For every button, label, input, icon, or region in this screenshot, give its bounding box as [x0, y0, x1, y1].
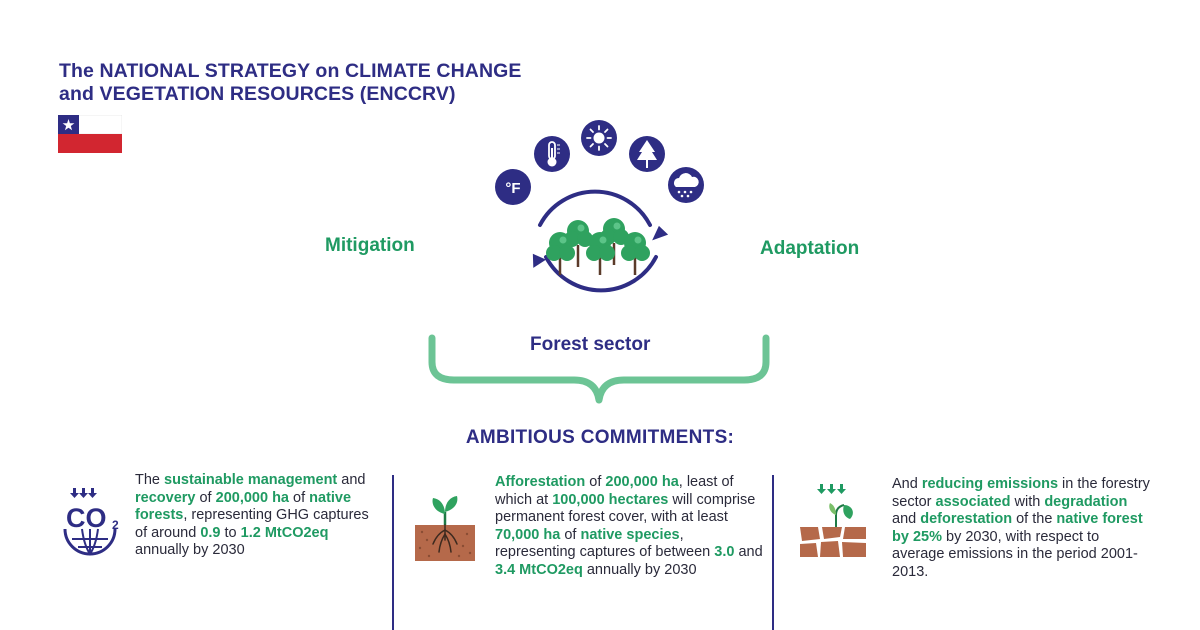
highlight-text: 200,000 ha [215, 489, 289, 506]
fahrenheit-icon: °F [495, 169, 531, 205]
body-text: of [560, 526, 581, 543]
commitment-text-emissions: And reducing emissions in the forestry s… [892, 476, 1152, 582]
cycle-arrows-icon [538, 189, 658, 293]
body-text: and [337, 472, 366, 488]
page-title: The NATIONAL STRATEGY on CLIMATE CHANGE … [59, 60, 522, 106]
highlight-text: deforestation [920, 511, 1013, 528]
body-text: annually by 2030 [135, 542, 245, 559]
body-text: in the forestry sector [892, 476, 1150, 510]
forest-sector-label: Forest sector [530, 334, 651, 355]
highlight-text: 0.9 [200, 524, 221, 541]
body-text: annually by 2030 [582, 561, 697, 578]
co2-text: CO [66, 503, 107, 533]
highlight-text: native forests [135, 489, 352, 524]
rain-cloud-icon [668, 167, 704, 203]
body-text: of [289, 489, 310, 506]
co2-globe-icon: CO 2 [63, 488, 119, 556]
adaptation-label: Adaptation [760, 238, 860, 259]
body-text: , representing GHG captures of around [135, 507, 369, 541]
tree-icon [629, 136, 665, 172]
highlight-text: Afforestation [495, 474, 586, 490]
mitigation-label: Mitigation [325, 235, 415, 256]
column-divider [392, 475, 394, 630]
body-text: of [195, 489, 216, 506]
column-divider [772, 475, 774, 630]
body-text: to [220, 524, 241, 541]
title-line-2: and VEGETATION RESOURCES (ENCCRV) [59, 83, 456, 105]
highlight-text: native species [580, 526, 680, 543]
highlight-text: native forest by 25% [892, 511, 1143, 545]
highlight-text: 3.0 [714, 544, 735, 561]
body-text: with [1010, 493, 1045, 510]
body-text: And [892, 476, 922, 492]
body-text: will comprise permanent forest cover, wi… [495, 491, 756, 526]
highlight-text: 100,000 hectares [552, 491, 669, 508]
fahrenheit-label: °F [505, 180, 520, 197]
highlight-text: sustainable management [164, 472, 338, 488]
forest-icon [546, 218, 650, 275]
curly-brace [428, 334, 770, 404]
title-line-1: The NATIONAL STRATEGY on CLIMATE CHANGE [59, 60, 522, 82]
highlight-text: reducing emissions [921, 476, 1059, 492]
highlight-text: 70,000 ha [495, 526, 561, 543]
forest-climate-diagram: °F [495, 120, 704, 293]
body-text: by 2030, with respect to average emissio… [892, 528, 1138, 580]
highlight-text: associated [935, 493, 1011, 510]
chile-flag-icon [58, 115, 122, 153]
commitment-text-native-forests: The sustainable management and recovery … [135, 472, 380, 560]
highlight-text: degradation [1044, 493, 1128, 510]
body-text: , representing captures of between [495, 526, 715, 561]
body-text: of the [1012, 511, 1057, 528]
body-text: , least of which at [495, 474, 734, 508]
body-text: and [734, 544, 763, 561]
sprout-soil-icon [415, 496, 475, 561]
highlight-text: recovery [135, 489, 196, 506]
highlight-text: 200,000 ha [605, 474, 679, 490]
commitment-text-afforestation: Afforestation of 200,000 ha, least of wh… [495, 474, 765, 580]
co2-subscript: 2 [112, 518, 119, 532]
thermometer-icon [534, 136, 570, 172]
sun-icon [581, 120, 617, 156]
highlight-text: 3.4 MtCO2eq [495, 561, 583, 578]
highlight-text: 1.2 MtCO2eq [240, 524, 329, 541]
body-text: and [892, 511, 921, 528]
body-text: The [135, 472, 165, 488]
commitments-heading: AMBITIOUS COMMITMENTS: [465, 427, 735, 448]
body-text: of [585, 474, 606, 490]
degraded-soil-icon [800, 484, 866, 557]
